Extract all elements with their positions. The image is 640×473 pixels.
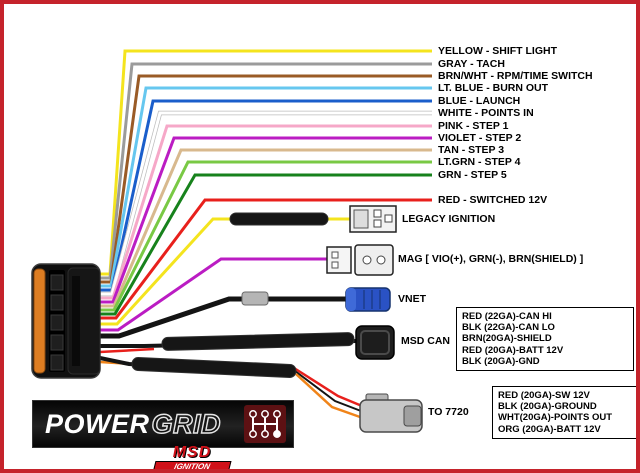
wire-blue	[100, 99, 432, 292]
logo-power-text: POWER	[45, 408, 150, 439]
label-vnet: VNET	[398, 293, 427, 305]
vnet-connector-icon	[345, 287, 391, 312]
wire-label-step-3: TAN - STEP 3	[438, 144, 505, 156]
ignition-logo-text: IGNITION	[152, 461, 232, 469]
mag-connector-icons	[326, 244, 394, 276]
msd-can-info-line: RED (22GA)-CAN HI	[462, 311, 552, 322]
to-7720-connector-icon	[359, 393, 423, 433]
legacy-ignition-connector-icon	[349, 205, 397, 233]
wire-label-launch: BLUE - LAUNCH	[438, 95, 521, 107]
to-7720-info-line: BLK (20GA)-GROUND	[498, 401, 597, 413]
msd-can-info-line: RED (20GA)-BATT 12V	[462, 344, 564, 356]
shifter-pattern-icon	[244, 405, 286, 443]
wire-light-blue	[100, 86, 432, 288]
main-harness-connector	[31, 263, 101, 379]
msd-can-info-line: BLK (22GA)-CAN LO	[462, 322, 555, 334]
wire-label-step-2: VIOLET - STEP 2	[438, 132, 522, 144]
accent-wire-red-2	[293, 366, 363, 408]
wire-label-rpm-switch: BRN/WHT - RPM/TIME SWITCH	[438, 70, 593, 82]
vnet-ferrule	[241, 291, 269, 306]
msd-can-loom	[161, 332, 355, 351]
legacy-loom	[229, 212, 329, 226]
msd-can-info-line: BLK (20GA)-GND	[462, 355, 540, 367]
wire-label-step-5: GRN - STEP 5	[438, 169, 507, 181]
msd-can-info-box: RED (22GA)-CAN HI BLK (22GA)-CAN LO BRN(…	[456, 307, 634, 372]
wire-label-tach: GRAY - TACH	[438, 58, 505, 70]
accent-wire-red-1	[99, 347, 155, 354]
wire-label-switched-12v: RED - SWITCHED 12V	[438, 194, 548, 206]
to-7720-info-box: RED (20GA)-SW 12V BLK (20GA)-GROUND WHT(…	[492, 386, 636, 439]
to-7720-info-line: RED (20GA)-SW 12V	[498, 390, 590, 401]
msd-ignition-logo: MSD IGNITION	[146, 444, 238, 469]
logo-grid-text: GRID	[151, 408, 222, 439]
wire-white	[100, 111, 432, 296]
label-to-7720: TO 7720	[428, 406, 469, 418]
accent-wire-orange-2	[295, 373, 361, 419]
accent-wire-black-1	[294, 370, 362, 412]
wire-pink	[100, 124, 432, 300]
wire-green	[100, 173, 432, 316]
wire-label-step-1: PINK - STEP 1	[438, 120, 509, 132]
wire-tan	[100, 148, 432, 308]
wire-red-switched	[100, 198, 432, 320]
cable-vnet	[100, 296, 348, 339]
wire-label-burn-out: LT. BLUE - BURN OUT	[438, 82, 549, 94]
to-7720-info-line: ORG (20GA)-BATT 12V	[498, 423, 601, 435]
wire-brown-white	[100, 74, 432, 284]
label-mag-pickup: MAG [ VIO(+), GRN(-), BRN(SHIELD) ]	[398, 253, 584, 265]
msd-logo-text: MSD	[172, 444, 212, 461]
label-msd-can: MSD CAN	[401, 335, 450, 347]
msd-can-connector-icon	[355, 325, 395, 360]
powergrid-logo-bar: POWER GRID	[32, 400, 294, 448]
msd-can-info-line: BRN(20GA)-SHIELD	[462, 333, 552, 345]
to-7720-info-line: WHT(20GA)-POINTS OUT	[498, 412, 612, 424]
wire-label-shift-light: YELLOW - SHIFT LIGHT	[438, 45, 557, 57]
to-7720-loom	[131, 357, 297, 378]
wire-label-points-in: WHITE - POINTS IN	[438, 107, 534, 119]
wire-light-green	[100, 160, 432, 312]
label-legacy-ignition: LEGACY IGNITION	[402, 213, 496, 225]
wire-violet	[100, 136, 432, 304]
harness-drawing	[31, 49, 432, 433]
wire-yellow	[100, 49, 432, 276]
wire-mag	[100, 257, 329, 332]
wire-gray	[100, 62, 432, 280]
wire-label-step-4: LT.GRN - STEP 4	[438, 156, 521, 168]
